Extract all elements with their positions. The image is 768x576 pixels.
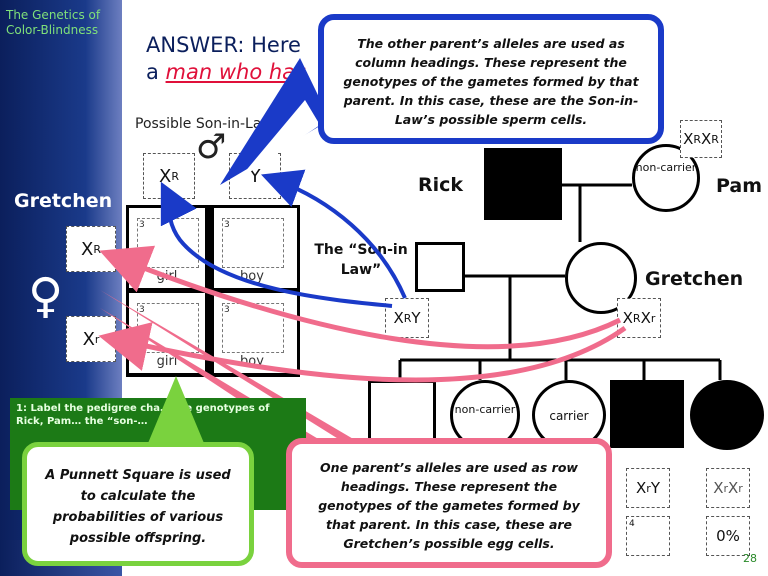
- task-text: 1: Label the pedigree cha… the genotypes…: [16, 403, 270, 427]
- callout-column-headings: The other parent’s alleles are used as c…: [318, 14, 664, 144]
- affected-circle: [690, 380, 764, 450]
- female-symbol-icon: ♀: [28, 268, 64, 324]
- pam-status: non-carrier: [635, 161, 697, 174]
- callout-pointer: [146, 376, 206, 448]
- title-prefix: ANSWER: Here: [146, 33, 301, 57]
- column-parent-label: Possible Son-in-La: [135, 116, 262, 132]
- probability-percent: 0%: [706, 516, 750, 556]
- rick-label: Rick: [418, 174, 464, 196]
- probability-box: 4: [626, 516, 670, 556]
- pam-circle: [632, 144, 700, 212]
- page-number: 28: [743, 552, 757, 565]
- son-in-law-square: [415, 242, 465, 292]
- male-symbol-icon: ♂: [196, 127, 227, 167]
- row-parent-label: Gretchen: [14, 190, 113, 212]
- carrier-label: carrier: [549, 409, 589, 423]
- callout-row-headings: One parent’s alleles are used as row hea…: [286, 438, 612, 568]
- sidebar-title: The Genetics of Color-Blindness: [6, 8, 101, 37]
- son-in-law-label: The “Son-in Law”: [314, 242, 408, 278]
- title-link[interactable]: man who has: [165, 60, 306, 84]
- affected-square: [610, 380, 684, 448]
- gretchen-pedigree-label: Gretchen: [645, 268, 744, 290]
- rick-square: [484, 148, 562, 220]
- offspring-square: [368, 380, 436, 446]
- offspring-status: non-carrier: [454, 403, 516, 416]
- title-line2-prefix: a: [146, 60, 166, 84]
- callout-punnett-purpose: A Punnett Square is used to calculate th…: [22, 442, 254, 566]
- pam-label: Pam: [716, 175, 763, 197]
